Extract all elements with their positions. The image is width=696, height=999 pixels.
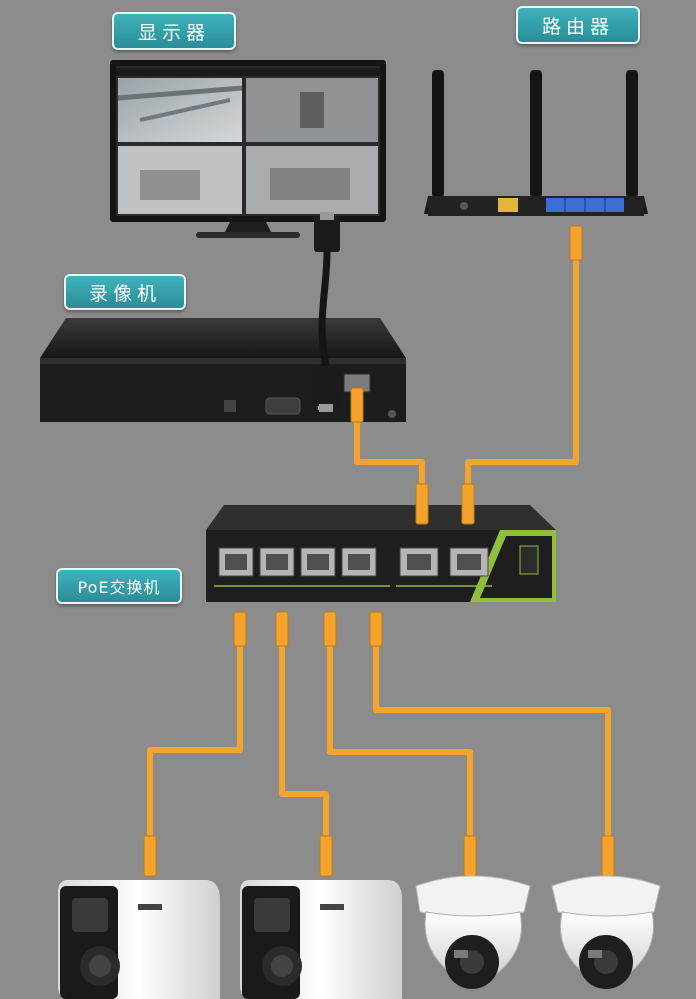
switch-poe-ports	[218, 547, 377, 577]
dome-camera-4	[551, 875, 661, 989]
bullet-camera-2	[240, 880, 402, 999]
rj45-plug	[275, 611, 289, 647]
rj45-plug	[323, 611, 337, 647]
label-monitor: 显示器	[112, 12, 236, 50]
cable-router-to-switch	[465, 240, 579, 488]
rj45-plug	[350, 387, 364, 423]
router-antenna	[626, 70, 638, 198]
nvr-device	[40, 318, 406, 422]
router-antenna	[530, 70, 542, 198]
label-router: 路由器	[516, 6, 640, 44]
dome-camera-3	[415, 875, 531, 989]
cable-switch-to-camera-1	[147, 630, 243, 846]
switch-uplink-ports	[399, 547, 489, 577]
rj45-plug	[601, 835, 615, 877]
rj45-plug	[461, 483, 475, 525]
rj45-plug	[319, 835, 333, 877]
bullet-camera-1	[58, 880, 220, 999]
cable-switch-to-camera-3	[327, 630, 473, 846]
rj45-plug	[233, 611, 247, 647]
monitor-device	[110, 60, 386, 238]
rj45-plug	[463, 835, 477, 877]
cable-switch-to-camera-2	[279, 630, 329, 846]
rj45-plug	[569, 225, 583, 261]
nvr-power-port	[224, 400, 236, 412]
cable-nvr-to-switch	[354, 400, 425, 488]
router-device	[424, 70, 648, 216]
router-antenna	[432, 70, 444, 198]
rj45-plug	[415, 483, 429, 525]
rj45-plug	[143, 835, 157, 877]
router-wan-port	[498, 198, 518, 212]
cable-switch-to-camera-4	[373, 630, 611, 846]
poe-switch-device	[206, 505, 556, 602]
hdmi-cable	[312, 212, 340, 412]
label-poe-switch: PoE交换机	[56, 568, 182, 604]
nvr-vga-port	[265, 397, 301, 415]
rj45-plug	[369, 611, 383, 647]
label-nvr: 录像机	[64, 274, 186, 310]
